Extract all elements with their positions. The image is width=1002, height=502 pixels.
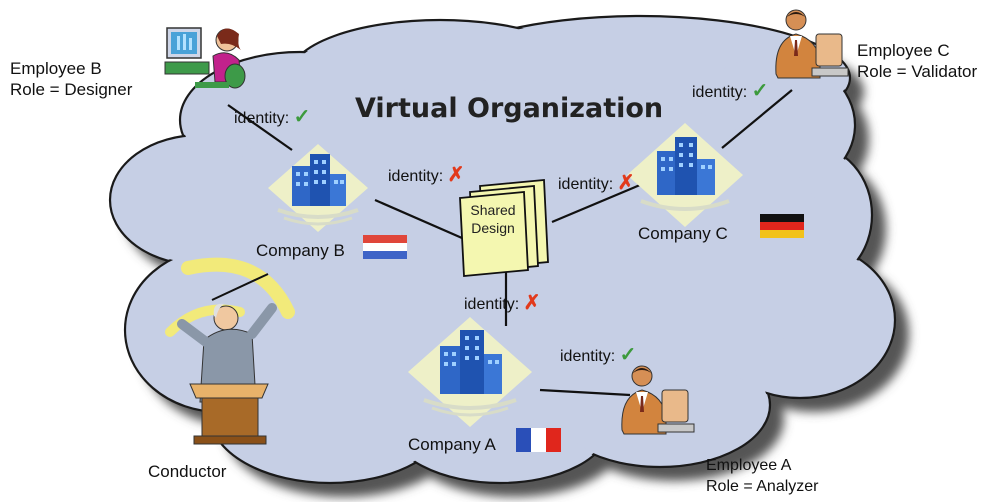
check-icon: ✓ — [619, 344, 637, 366]
link-employee-b-company-b — [227, 104, 293, 151]
employee-b-label: Employee B Role = Designer — [10, 58, 132, 100]
shared-design-line2: Design — [471, 220, 515, 236]
identity-text: identity: — [234, 110, 290, 127]
identity-company-b: identity: ✗ — [388, 162, 464, 187]
company-b-label: Company B — [256, 241, 345, 260]
check-icon: ✓ — [751, 80, 769, 102]
identity-text: identity: — [388, 168, 444, 185]
link-company-a-employee-a — [539, 388, 631, 397]
identity-company-a: identity: ✗ — [464, 290, 540, 315]
employee-a-role: Role = Analyzer — [706, 478, 819, 495]
employee-c-name: Employee C — [857, 41, 950, 60]
identity-employee-c: identity: ✓ — [692, 78, 768, 103]
shared-design-line1: Shared — [470, 202, 516, 218]
france-flag — [516, 428, 561, 452]
employee-a-icon — [621, 365, 695, 435]
netherlands-flag — [363, 235, 407, 259]
diagram-title: Virtual Organization — [355, 93, 664, 124]
employee-a-label: Employee A Role = Analyzer — [706, 455, 819, 497]
conductor-icon — [165, 257, 295, 445]
shared-design-label: Shared Design — [463, 201, 523, 237]
identity-text: identity: — [692, 84, 748, 101]
identity-text: identity: — [558, 176, 614, 193]
employee-c-icon — [775, 9, 849, 79]
employee-a-name: Employee A — [706, 457, 792, 474]
company-c-building-icon — [627, 123, 743, 227]
connections — [227, 89, 793, 397]
cross-icon: ✗ — [617, 172, 635, 194]
identity-employee-b: identity: ✓ — [234, 104, 310, 129]
company-a-building-icon — [408, 317, 532, 427]
link-company-b-shared-design — [374, 198, 463, 240]
employee-c-label: Employee C Role = Validator — [857, 40, 977, 82]
link-shared-design-company-c — [551, 183, 641, 224]
link-company-c-employee-c — [721, 89, 793, 149]
company-b-building-icon — [268, 144, 368, 232]
germany-flag — [760, 214, 804, 238]
identity-text: identity: — [560, 348, 616, 365]
employee-b-role: Role = Designer — [10, 80, 133, 99]
employee-c-role: Role = Validator — [857, 62, 978, 81]
employee-b-icon — [164, 27, 246, 89]
identity-text: identity: — [464, 296, 520, 313]
check-icon: ✓ — [293, 106, 311, 128]
identity-company-c: identity: ✗ — [558, 170, 634, 195]
cross-icon: ✗ — [447, 164, 465, 186]
employee-b-name: Employee B — [10, 59, 102, 78]
identity-employee-a: identity: ✓ — [560, 342, 636, 367]
conductor-label: Conductor — [148, 462, 227, 481]
cross-icon: ✗ — [523, 292, 541, 314]
company-a-label: Company A — [408, 435, 496, 454]
shared-design-document-icon — [459, 179, 549, 277]
company-c-label: Company C — [638, 224, 728, 243]
